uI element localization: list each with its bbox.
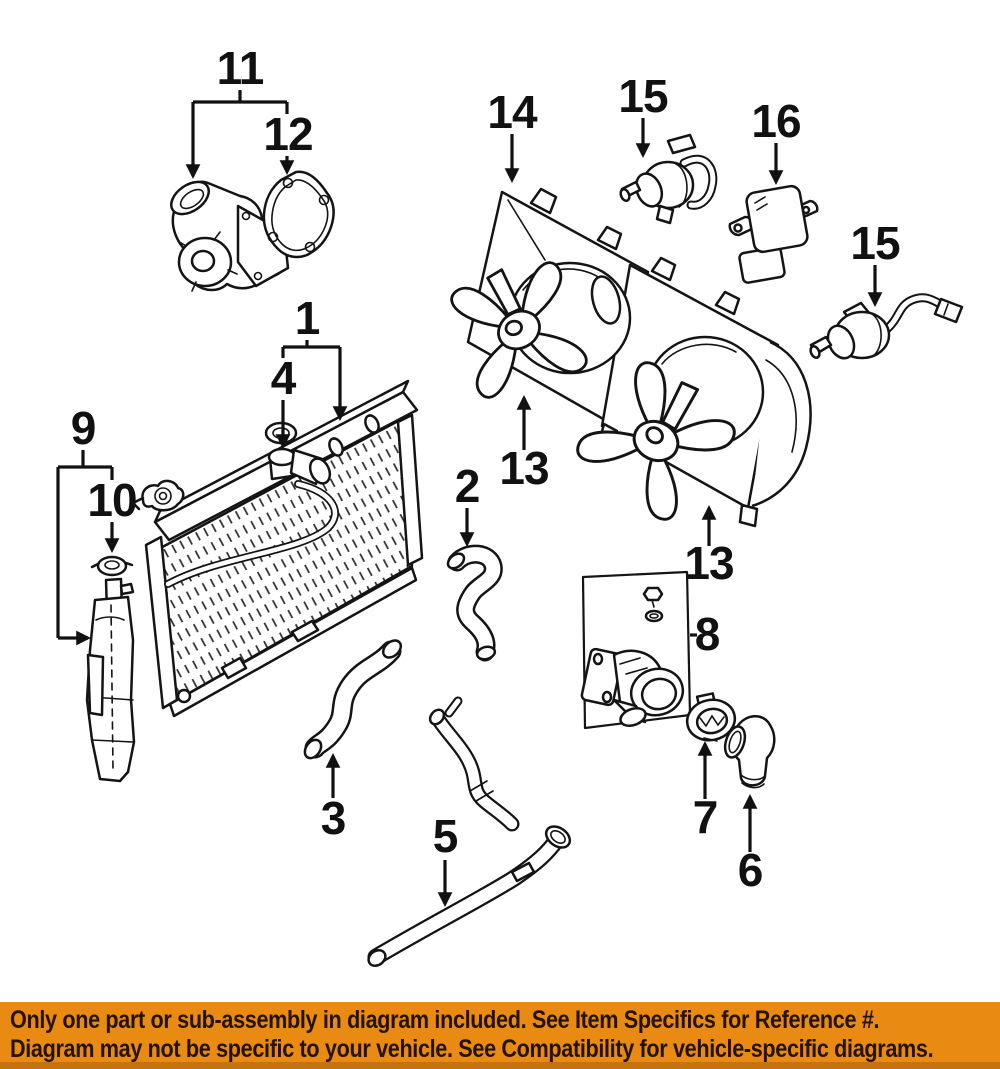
callout-15-upper: 15 (618, 70, 669, 158)
thermostat-housing-kit-drawing (580, 570, 692, 730)
callout-1: 1 (281, 292, 348, 421)
callout-5-label: 5 (433, 810, 458, 862)
callout-8-label: 8 (695, 608, 720, 660)
callout-4-label: 4 (271, 352, 297, 404)
disclaimer-banner: Only one part or sub-assembly in diagram… (0, 1002, 1000, 1069)
fan-motor-right-drawing (809, 293, 964, 360)
water-outlet-drawing (723, 715, 776, 789)
banner-bottom-shade (0, 1062, 1000, 1069)
reservoir-bracket-drawing (131, 479, 185, 512)
callout-5: 5 (433, 810, 459, 907)
callout-11-label: 11 (217, 42, 264, 94)
callout-15-upper-label: 15 (618, 70, 668, 122)
callout-9-label: 9 (71, 402, 96, 454)
callout-15-right: 15 (850, 217, 901, 307)
callout-10-label: 10 (87, 474, 136, 526)
callout-13-left: 13 (499, 395, 550, 494)
callout-2-label: 2 (455, 460, 480, 512)
upper-hose-drawing (446, 544, 503, 662)
lower-hose-drawing (303, 639, 403, 760)
callout-16: 16 (751, 95, 802, 185)
callout-15-right-label: 15 (850, 217, 900, 269)
fan-controller-drawing (728, 184, 819, 284)
callout-6-label: 6 (738, 844, 763, 896)
callout-12: 12 (263, 108, 314, 175)
callout-13-left-label: 13 (499, 442, 548, 494)
callout-16-label: 16 (751, 95, 800, 147)
callout-1-label: 1 (295, 292, 320, 344)
callout-3-label: 3 (321, 792, 346, 844)
disclaimer-line-1: Only one part or sub-assembly in diagram… (10, 1006, 880, 1034)
callout-7: 7 (693, 741, 718, 843)
water-pipe-drawing (367, 696, 572, 967)
water-pump-gasket-drawing (262, 170, 335, 259)
thermostat-drawing (685, 692, 737, 742)
reservoir-cap-drawing (90, 555, 134, 577)
callout-14-label: 14 (487, 86, 538, 138)
callout-9: 9 (56, 402, 114, 646)
callout-11: 11 (185, 42, 289, 179)
callout-13-right: 13 (684, 505, 735, 589)
water-pump-drawing (170, 180, 292, 292)
callout-8: 8 (690, 608, 721, 660)
callout-7-label: 7 (693, 791, 718, 843)
fan-motor-left-drawing (619, 133, 718, 225)
callout-10: 10 (87, 474, 138, 553)
callout-2: 2 (455, 460, 480, 547)
radiator-cap-drawing (264, 421, 298, 445)
cooling-system-diagram: 11 12 1 4 9 10 2 14 15 16 15 (56, 42, 964, 967)
callout-12-label: 12 (263, 108, 312, 160)
callout-6: 6 (738, 794, 763, 896)
callout-3: 3 (321, 753, 346, 844)
callout-4: 4 (271, 352, 298, 449)
disclaimer-line-2: Diagram may not be specific to your vehi… (10, 1035, 934, 1063)
callout-14: 14 (487, 86, 539, 183)
reservoir-drawing (85, 577, 136, 783)
